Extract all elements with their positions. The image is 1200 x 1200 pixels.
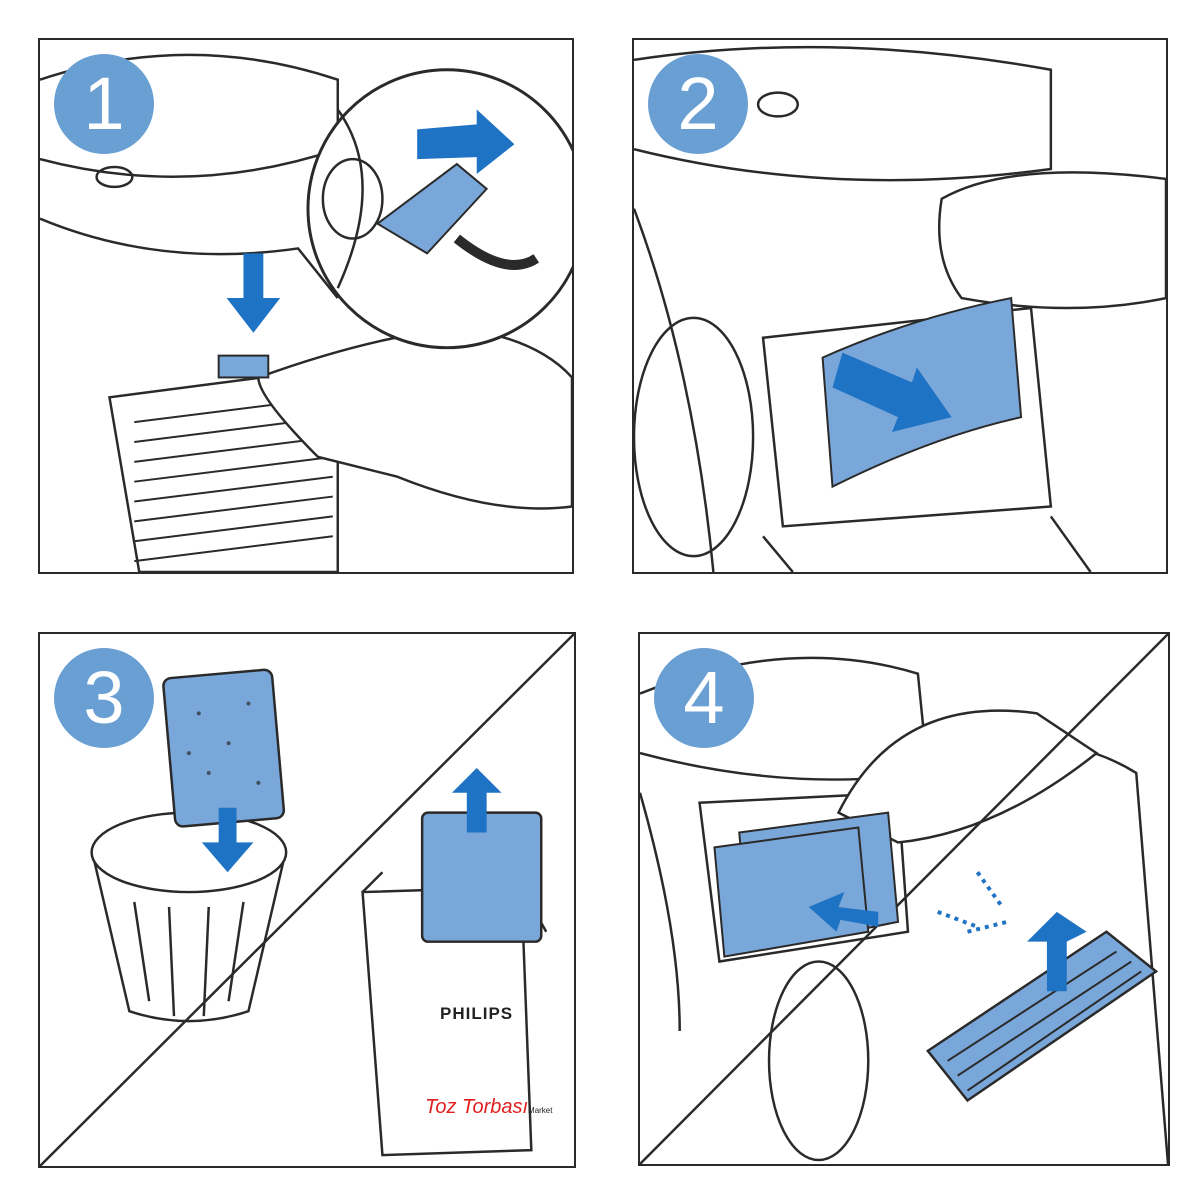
step-3-panel: 3 PHILIPS Toz TorbasıMarket: [38, 632, 576, 1168]
step-number-badge: 2: [648, 54, 748, 154]
watermark-subtext: Market: [528, 1106, 553, 1115]
step-2-illustration: [634, 45, 1166, 572]
arrow-right-icon: [417, 109, 515, 174]
plug: [375, 162, 489, 255]
arrow-out-icon: [832, 352, 952, 433]
arrow-down-icon: [226, 253, 281, 333]
step-number-badge: 1: [54, 54, 154, 154]
arrow-up-icon: [1027, 911, 1087, 992]
arrow-up-icon: [451, 767, 502, 833]
box-brand-label: PHILIPS: [440, 1004, 514, 1023]
release-tab: [217, 354, 270, 379]
arrow-down-icon: [201, 807, 254, 873]
watermark-logo: Toz TorbasıMarket: [425, 1096, 552, 1119]
arrow-in-icon: [808, 892, 879, 932]
watermark-text: Toz Torbası: [425, 1096, 529, 1118]
step-number-badge: 4: [654, 648, 754, 748]
step-1-panel: 1: [38, 38, 574, 574]
step-2-panel: 2: [632, 38, 1168, 574]
dirty-filter: [162, 668, 286, 828]
step-4-illustration: [640, 634, 1168, 1164]
step-1-illustration: [40, 53, 572, 572]
grille: [926, 930, 1159, 1103]
step-3-illustration: [40, 634, 574, 1166]
step-number-badge: 3: [54, 648, 154, 748]
step-4-panel: 4: [638, 632, 1170, 1166]
